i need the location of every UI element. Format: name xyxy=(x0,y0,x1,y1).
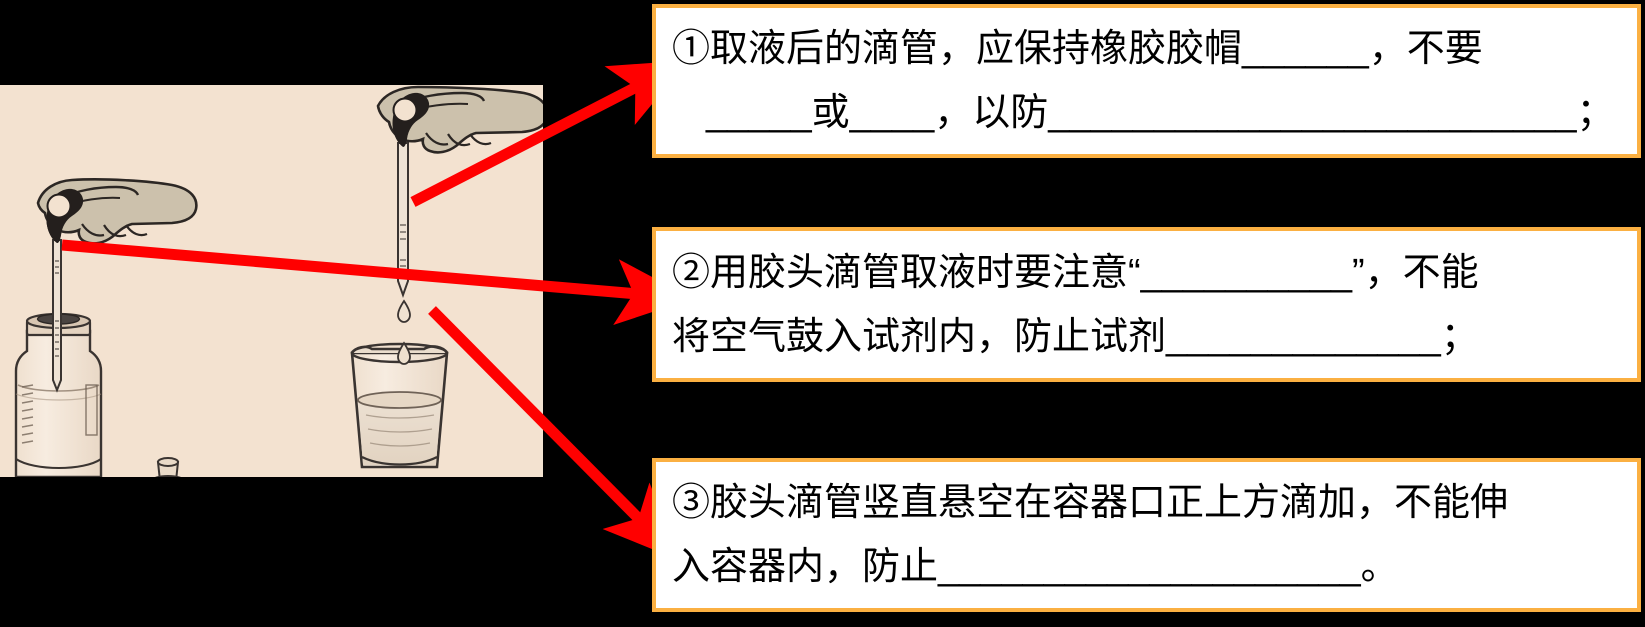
textbox-2-line-1: ②用胶头滴管取液时要注意“__________”，不能 xyxy=(672,251,1479,294)
textbox-2-line-2: 将空气鼓入试剂内，防止试剂_____________； xyxy=(672,315,1479,358)
beaker-group xyxy=(350,342,449,469)
illustration-artwork xyxy=(0,85,543,477)
textbox-3: ③胶头滴管竖直悬空在容器口正上方滴加，不能伸 入容器内，防止__________… xyxy=(652,458,1641,612)
textbox-3-line-1: ③胶头滴管竖直悬空在容器口正上方滴加，不能伸 xyxy=(672,482,1509,524)
bottle-stopper xyxy=(155,457,181,477)
liquid-drop-upper xyxy=(397,299,411,323)
left-hand xyxy=(36,178,198,245)
textbox-1-line-1: ①取液后的滴管，应保持橡胶胶帽______，不要 xyxy=(672,28,1483,70)
textbox-3-line-2: 入容器内，防止____________________。 xyxy=(672,546,1399,588)
liquid-drop-lower xyxy=(397,341,411,365)
textbox-2: ②用胶头滴管取液时要注意“__________”，不能 将空气鼓入试剂内，防止试… xyxy=(652,227,1641,382)
dropper-above-beaker xyxy=(397,142,409,298)
textbox-1-line-2: _____或____，以防_________________________； xyxy=(706,92,1615,134)
textbox-1: ①取液后的滴管，应保持橡胶胶帽______，不要 _____或____，以防__… xyxy=(652,4,1641,158)
dropper-illustration-panel xyxy=(0,85,543,477)
